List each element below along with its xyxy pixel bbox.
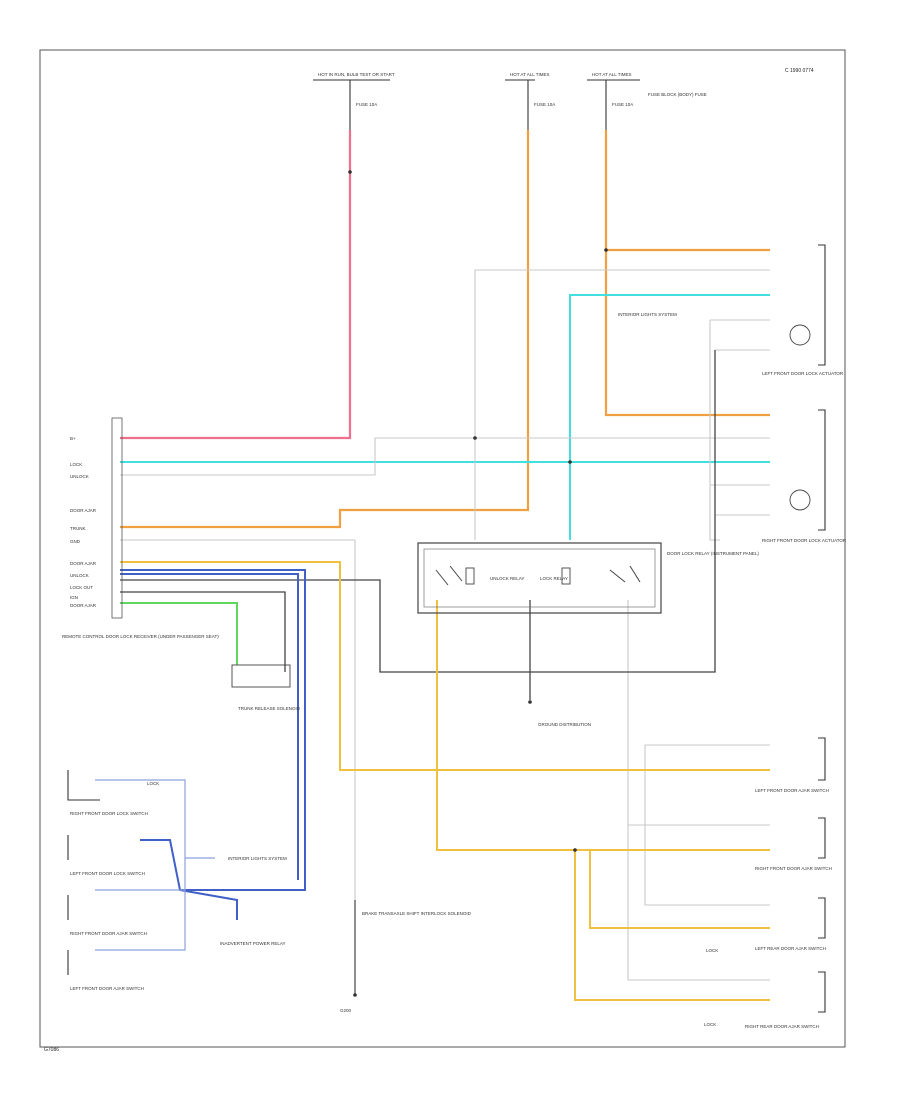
lock-relay-coil bbox=[561, 567, 571, 585]
dark-return-wire bbox=[120, 350, 716, 673]
pcm-connector bbox=[111, 417, 123, 619]
ground-point bbox=[528, 700, 532, 704]
pink-splice bbox=[348, 170, 352, 174]
unlock-relay-coil bbox=[465, 567, 475, 585]
pcm-pin-0: B+ bbox=[70, 436, 76, 441]
pink-wire bbox=[120, 130, 352, 440]
pcm-pin-8: LOCK OUT bbox=[70, 585, 93, 590]
gray-wire-6 bbox=[644, 745, 770, 906]
brake-ground-point bbox=[353, 993, 357, 997]
lock-label-3: LOCK bbox=[147, 781, 159, 786]
unlock-relay-label: UNLOCK RELAY bbox=[490, 576, 524, 581]
brake-switch-label: BRAKE TRANSAXLE SHIFT INTERLOCK SOLENOID bbox=[362, 911, 472, 916]
orange-splice bbox=[604, 248, 608, 252]
svg-text:LEFT FRONT DOOR AJAR SWITCH: LEFT FRONT DOOR AJAR SWITCH bbox=[70, 986, 144, 991]
rf-door-lock-switch: LEFT FRONT DOOR LOCK SWITCH bbox=[67, 835, 145, 876]
corner-bottom-left-text: G7086 bbox=[44, 1047, 59, 1053]
yellow-splice bbox=[573, 848, 577, 852]
svg-text:RIGHT FRONT DOOR LOCK ACTUATOR: RIGHT FRONT DOOR LOCK ACTUATOR bbox=[762, 538, 847, 543]
rf-door-lock-actuator: RIGHT FRONT DOOR LOCK ACTUATOR bbox=[762, 409, 847, 543]
svg-text:LEFT FRONT DOOR LOCK ACTUATOR: LEFT FRONT DOOR LOCK ACTUATOR bbox=[762, 371, 844, 376]
gray-wire-2 bbox=[474, 269, 770, 540]
lock-label-1: LOCK bbox=[706, 948, 718, 953]
trunk-release-label: TRUNK RELEASE SOLENOID bbox=[238, 706, 301, 711]
lr-door-ajar: LEFT REAR DOOR AJAR SWITCH bbox=[755, 897, 826, 951]
svg-text:RIGHT FRONT DOOR LOCK SWITCH: RIGHT FRONT DOOR LOCK SWITCH bbox=[70, 811, 148, 816]
yellow-wire-3 bbox=[574, 850, 770, 1001]
fuse-c-label: FUSE 10A bbox=[612, 102, 633, 107]
rr-door-ajar: RIGHT REAR DOOR AJAR SWITCH bbox=[745, 971, 826, 1029]
lock-label-2: LOCK bbox=[704, 1022, 716, 1027]
svg-text:RIGHT FRONT DOOR AJAR SWITCH: RIGHT FRONT DOOR AJAR SWITCH bbox=[70, 931, 147, 936]
orange-wire-right bbox=[604, 130, 770, 417]
yellow-wire-1 bbox=[120, 561, 770, 771]
hot-at-all-times-2: HOT AT ALL TIMES bbox=[592, 72, 632, 77]
pcm-pin-2: UNLOCK bbox=[70, 474, 89, 479]
gray-wire-1 bbox=[120, 437, 770, 476]
pcm-pin-1: LOCK bbox=[70, 462, 82, 467]
orange-wire-main bbox=[120, 130, 530, 529]
lr-door-lock-switch: RIGHT FRONT DOOR AJAR SWITCH bbox=[67, 895, 147, 936]
svg-text:LEFT REAR DOOR AJAR SWITCH: LEFT REAR DOOR AJAR SWITCH bbox=[755, 946, 826, 951]
relay-switch-contacts bbox=[435, 565, 463, 586]
yellow-wire-2 bbox=[436, 600, 770, 851]
green-wire bbox=[120, 602, 238, 665]
fuse-a-label: FUSE 10A bbox=[356, 102, 377, 107]
pcm-label: REMOTE CONTROL DOOR LOCK RECEIVER (UNDER… bbox=[62, 634, 219, 639]
diagram-border bbox=[39, 49, 846, 1048]
dark-wire-2 bbox=[120, 591, 286, 672]
pcm-pin-3: DOOR AJAR bbox=[70, 508, 97, 513]
cyan-splice bbox=[568, 460, 572, 464]
pcm-pin-10: DOOR AJAR bbox=[70, 603, 97, 608]
pcm-pin-7: UNLOCK bbox=[70, 573, 89, 578]
rr-door-lock-switch: LEFT FRONT DOOR AJAR SWITCH bbox=[67, 950, 144, 991]
interior-lights-label-2: INTERIOR LIGHTS SYSTEM bbox=[228, 856, 287, 861]
blue-wire-2 bbox=[120, 573, 299, 880]
gray-wire-3 bbox=[120, 539, 356, 900]
hot-run-label: HOT IN RUN, BULB TEST OR START bbox=[318, 72, 395, 77]
hot-at-all-times-1: HOT AT ALL TIMES bbox=[510, 72, 550, 77]
inadvertent-label: INADVERTENT POWER RELAY bbox=[220, 941, 286, 946]
fuse-block-label: FUSE BLOCK (BODY) FUSE bbox=[648, 92, 707, 97]
lf-door-lock-switch: RIGHT FRONT DOOR LOCK SWITCH bbox=[67, 770, 148, 816]
pcm-pin-9: IGN bbox=[70, 595, 78, 600]
fuse-b-label: FUSE 10A bbox=[534, 102, 555, 107]
door-lock-relay-inner bbox=[423, 548, 656, 608]
ground-label: GROUND DISTRIBUTION bbox=[538, 722, 591, 727]
gray-wire-4 bbox=[627, 600, 770, 981]
door-lock-relay-label: DOOR LOCK RELAY (INSTRUMENT PANEL) bbox=[667, 551, 759, 556]
pcm-pin-6: DOOR AJAR bbox=[70, 561, 97, 566]
pcm-pin-labels: B+ LOCK UNLOCK DOOR AJAR TRUNK GND DOOR … bbox=[70, 436, 97, 608]
svg-text:LEFT FRONT DOOR AJAR SWITCH: LEFT FRONT DOOR AJAR SWITCH bbox=[755, 788, 829, 793]
door-lock-relay-box bbox=[417, 542, 662, 614]
gray-splice bbox=[473, 436, 477, 440]
svg-text:RIGHT FRONT DOOR AJAR SWITCH: RIGHT FRONT DOOR AJAR SWITCH bbox=[755, 866, 832, 871]
relay-switch-contacts-2 bbox=[609, 565, 641, 583]
blue-wire-main bbox=[120, 569, 306, 891]
ground-g-label: G200 bbox=[340, 1008, 352, 1013]
svg-text:RIGHT REAR DOOR AJAR SWITCH: RIGHT REAR DOOR AJAR SWITCH bbox=[745, 1024, 819, 1029]
pcm-pin-4: TRUNK bbox=[70, 526, 86, 531]
gray-wire-10 bbox=[709, 320, 720, 541]
cyan-wire-up bbox=[569, 294, 770, 540]
interior-lights-label: INTERIOR LIGHTS SYSTEM bbox=[618, 312, 677, 317]
trunk-release-box bbox=[231, 664, 291, 688]
lock-relay-label: LOCK RELAY bbox=[540, 576, 568, 581]
blue-wire-branch bbox=[179, 889, 238, 920]
light-blue-wire-1 bbox=[95, 779, 186, 951]
lf-door-lock-actuator: LEFT FRONT DOOR LOCK ACTUATOR bbox=[762, 244, 844, 376]
lr-door-lock-actuator: LEFT FRONT DOOR AJAR SWITCH bbox=[755, 737, 829, 793]
rr-door-lock-actuator: RIGHT FRONT DOOR AJAR SWITCH bbox=[755, 817, 832, 871]
pcm-pin-5: GND bbox=[70, 539, 81, 544]
corner-top-right-text: C 1990 0774 bbox=[785, 68, 814, 74]
yellow-wire-4 bbox=[589, 850, 770, 929]
svg-text:LEFT FRONT DOOR LOCK SWITCH: LEFT FRONT DOOR LOCK SWITCH bbox=[70, 871, 145, 876]
